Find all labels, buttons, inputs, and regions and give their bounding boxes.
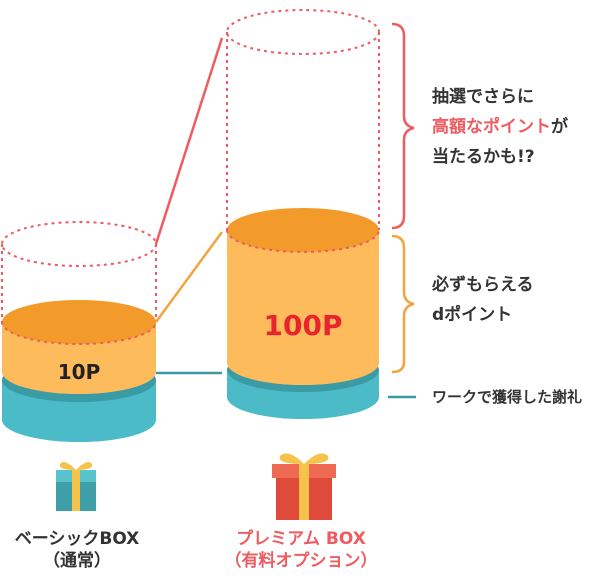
connector-orange — [154, 231, 224, 323]
lottery-highlight: 高額なポイント — [432, 117, 551, 137]
premium-box-name: プレミアム BOX — [236, 529, 366, 549]
premium-points-top — [227, 208, 379, 252]
guaranteed-annotation: 必ずもらえる dポイント — [432, 270, 534, 330]
lottery-line3: 当たるかも!? — [432, 147, 535, 167]
guaranteed-line1: 必ずもらえる — [432, 275, 534, 295]
guaranteed-line2: dポイント — [432, 305, 513, 325]
work-annotation: ワークで獲得した謝礼 — [432, 388, 583, 406]
lottery-annotation: 抽選でさらに 高額なポイントが 当たるかも!? — [432, 82, 568, 172]
connector-red — [154, 37, 224, 245]
basic-amount-label: 10P — [57, 360, 101, 384]
premium-empty-top — [226, 9, 380, 55]
premium-cylinder — [226, 9, 380, 419]
premium-box-label: プレミアム BOX （有料オプション） — [218, 528, 384, 572]
gift-box-icon-basic — [56, 462, 96, 511]
basic-empty-mid — [1, 321, 157, 345]
basic-empty-top — [1, 221, 157, 267]
gift-box-icon-premium — [272, 453, 336, 520]
lottery-line1: 抽選でさらに — [432, 87, 534, 107]
lottery-line2-rest: が — [551, 117, 568, 137]
premium-points-body — [227, 230, 379, 385]
basic-points-top — [2, 300, 156, 344]
bracket-guaranteed — [391, 234, 415, 374]
bracket-lottery — [391, 22, 415, 230]
basic-cylinder — [1, 221, 157, 442]
basic-box-sub: （通常） — [43, 551, 111, 571]
premium-box-sub: （有料オプション） — [224, 551, 378, 571]
basic-box-label: ベーシックBOX （通常） — [6, 528, 148, 572]
premium-amount-label: 100P — [263, 309, 343, 342]
basic-box-name: ベーシックBOX — [14, 529, 140, 549]
lottery-line2: 高額なポイントが — [432, 112, 568, 142]
